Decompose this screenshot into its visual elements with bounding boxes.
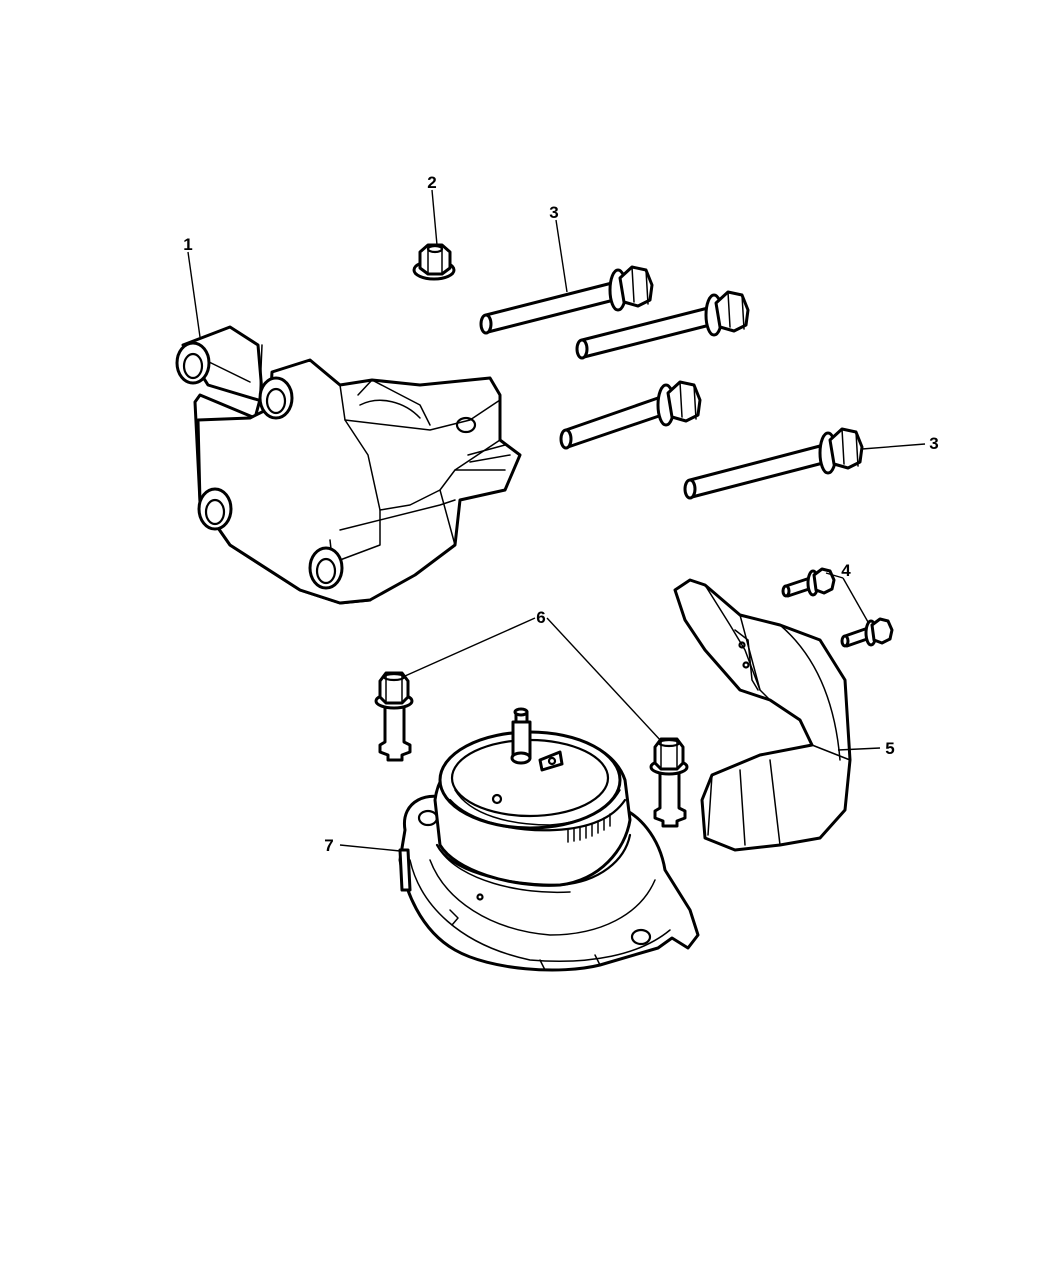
callout-3-top: 3 <box>549 203 558 222</box>
part-3-bolts <box>479 265 864 500</box>
part-2-flange-nut <box>412 243 456 281</box>
bolt-3b <box>575 290 750 360</box>
small-bolt-4a <box>781 567 836 598</box>
callout-6: 6 <box>536 608 545 627</box>
callout-5: 5 <box>885 739 894 758</box>
stud-bolt-6b <box>649 737 689 828</box>
part-1-bracket <box>175 325 522 605</box>
part-7-engine-mount <box>398 707 700 972</box>
leader-lines <box>187 189 926 852</box>
bolt-3c <box>559 380 702 450</box>
stud-bolt-6a <box>374 671 414 762</box>
callout-7: 7 <box>324 836 333 855</box>
bolt-3d <box>683 427 864 500</box>
part-4-small-bolts <box>781 567 894 648</box>
callout-1: 1 <box>183 235 192 254</box>
callout-2: 2 <box>427 173 436 192</box>
part-6-stud-bolts <box>374 671 689 828</box>
small-bolt-4b <box>840 617 894 648</box>
callout-4: 4 <box>841 561 851 580</box>
callout-labels: 1 2 3 3 4 5 6 7 <box>183 173 938 855</box>
callout-3-right: 3 <box>929 434 938 453</box>
part-5-heat-shield <box>673 578 852 852</box>
bolt-3a <box>479 265 654 335</box>
